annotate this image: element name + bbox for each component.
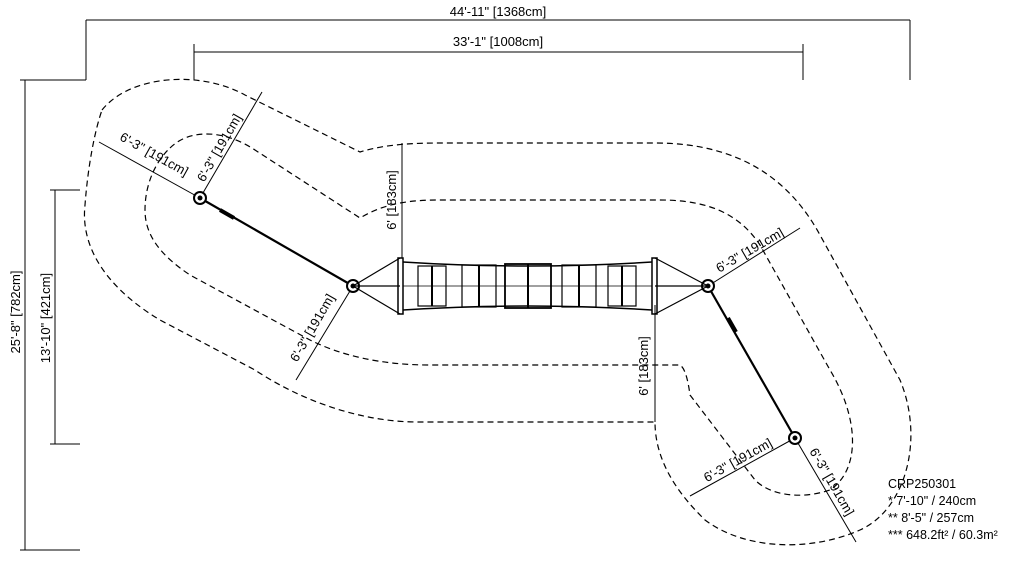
right-anchor-offset: 6'-3" [191cm]	[713, 225, 786, 276]
info-panel: CRP250301 * 7'-10" / 240cm ** 8'-5" / 25…	[888, 476, 1022, 544]
inner-width-label: 33'-1" [1008cm]	[453, 34, 543, 49]
lower-clearance-label: 6' [183cm]	[636, 336, 651, 396]
upper-clearance-label: 6' [183cm]	[384, 170, 399, 230]
overall-depth-label: 25'-8" [782cm]	[8, 271, 23, 354]
lower-right-offset-b: 6'-3" [191cm]	[806, 445, 857, 518]
net-bridge	[352, 257, 709, 315]
area: *** 648.2ft² / 60.3m²	[888, 528, 998, 542]
upper-clearance-dimension: 6' [183cm]	[384, 143, 403, 258]
lower-right-offset-a: 6'-3" [191cm]	[701, 435, 775, 485]
model-number: CRP250301	[888, 477, 957, 491]
left-anchor-radius: 6'-3" [191cm]	[287, 285, 354, 381]
lower-right-pole	[788, 431, 802, 445]
inner-width-dimension: 33'-1" [1008cm]	[193, 34, 804, 80]
inner-safety-zone	[144, 133, 853, 496]
upper-left-offset-b: 6'-3" [191cm]	[194, 111, 245, 184]
cables	[199, 197, 796, 439]
upper-left-pole	[193, 191, 207, 205]
overall-width-label: 44'-11" [1368cm]	[450, 4, 546, 19]
inner-depth-dimension: 13'-10" [421cm]	[38, 189, 80, 445]
overall-width-dimension: 44'-11" [1368cm]	[20, 4, 911, 81]
height-1: * 7'-10" / 240cm	[888, 494, 977, 508]
inner-depth-label: 13'-10" [421cm]	[38, 273, 53, 363]
outer-safety-zone	[83, 78, 912, 546]
upper-left-offset-a: 6'-3" [191cm]	[117, 129, 191, 179]
lower-right-radii: 6'-3" [191cm] 6'-3" [191cm]	[689, 435, 857, 543]
lower-clearance-dimension: 6' [183cm]	[636, 305, 656, 422]
right-anchor-radius: 6'-3" [191cm]	[707, 225, 801, 287]
height-2: ** 8'-5" / 257cm	[888, 511, 975, 525]
upper-left-radii: 6'-3" [191cm] 6'-3" [191cm]	[98, 91, 263, 199]
overall-depth-dimension: 25'-8" [782cm]	[8, 80, 80, 551]
